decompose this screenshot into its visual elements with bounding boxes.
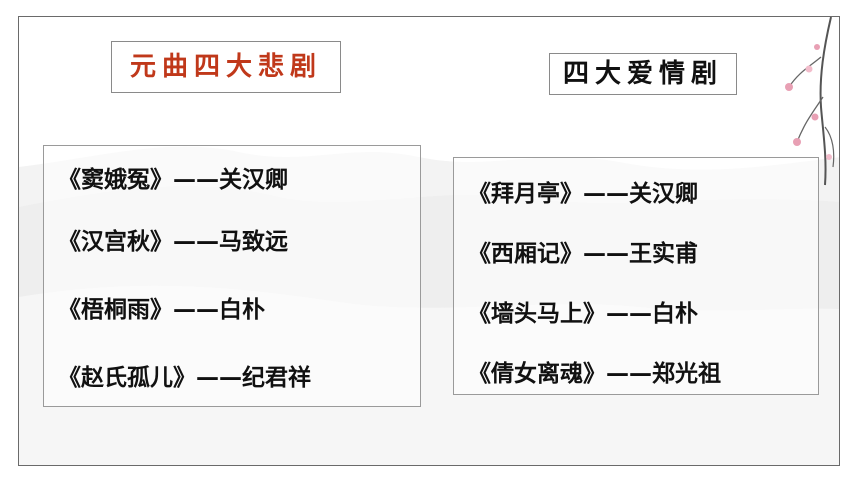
list-item: 《墙头马上》——白朴 <box>468 301 698 327</box>
plum-branch-decoration <box>785 17 835 186</box>
left-play-list: 《窦娥冤》——关汉卿 《汉宫秋》——马致远 《梧桐雨》——白朴 《赵氏孤儿》——… <box>43 145 421 407</box>
list-item: 《拜月亭》——关汉卿 <box>468 181 698 207</box>
left-panel-title: 元曲四大悲剧 <box>111 41 341 93</box>
list-item: 《赵氏孤儿》——纪君祥 <box>58 365 311 391</box>
right-panel-title: 四大爱情剧 <box>549 53 737 95</box>
list-item: 《汉宫秋》——马致远 <box>58 229 288 255</box>
list-item: 《倩女离魂》——郑光祖 <box>468 361 721 387</box>
list-item: 《梧桐雨》——白朴 <box>58 297 265 323</box>
right-play-list: 《拜月亭》——关汉卿 《西厢记》——王实甫 《墙头马上》——白朴 《倩女离魂》—… <box>453 157 819 395</box>
slide-frame: 元曲四大悲剧 四大爱情剧 《窦娥冤》——关汉卿 《汉宫秋》——马致远 《梧桐雨》… <box>18 16 840 466</box>
list-item: 《西厢记》——王实甫 <box>468 241 698 267</box>
list-item: 《窦娥冤》——关汉卿 <box>58 167 288 193</box>
